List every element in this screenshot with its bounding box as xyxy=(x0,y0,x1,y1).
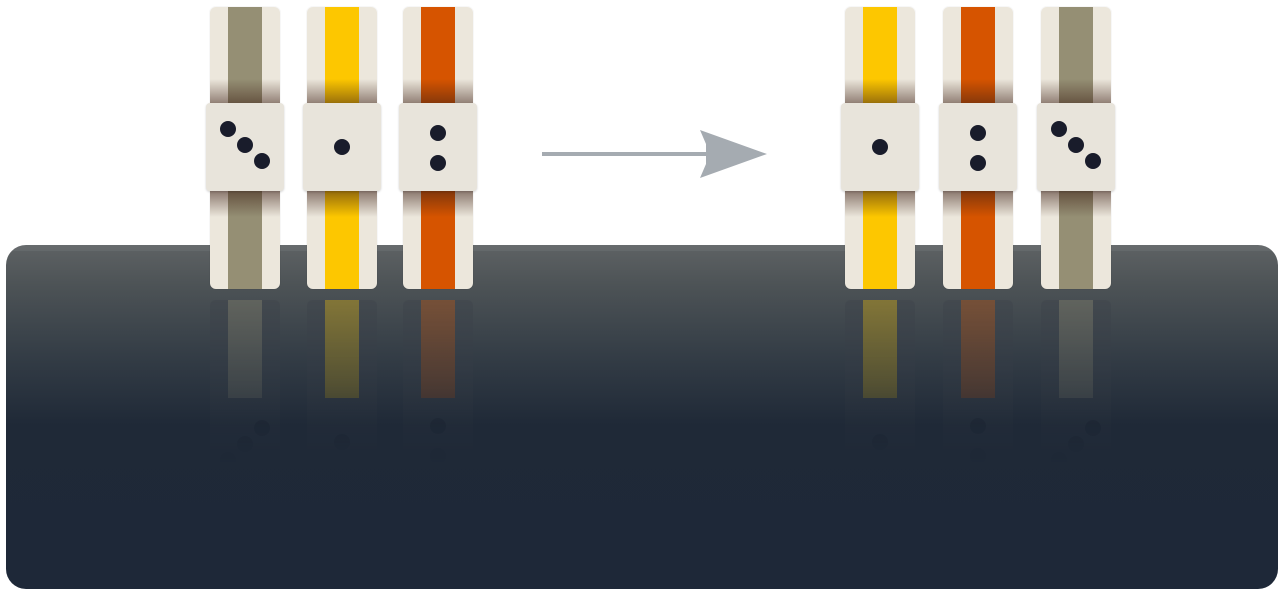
domino-reflection-before-2 xyxy=(307,300,377,582)
domino-pip-band xyxy=(399,398,477,486)
band-shadow xyxy=(307,191,377,217)
domino-reflection-after-2 xyxy=(943,300,1013,582)
pip-dot xyxy=(1051,452,1067,468)
band-shadow xyxy=(403,79,473,105)
pip-dot xyxy=(254,153,270,169)
pip-dot xyxy=(970,125,986,141)
domino-tile-before-1[interactable] xyxy=(210,7,280,289)
pip-dot xyxy=(430,125,446,141)
pip-dot xyxy=(334,434,350,450)
pip-dot xyxy=(1085,153,1101,169)
band-shadow xyxy=(210,79,280,105)
band-shadow xyxy=(210,191,280,217)
pip-dot xyxy=(1051,121,1067,137)
domino-reflection-after-1 xyxy=(845,300,915,582)
band-shadow xyxy=(943,79,1013,105)
pip-dot xyxy=(430,155,446,171)
band-shadow xyxy=(1041,79,1111,105)
domino-tile-before-2[interactable] xyxy=(307,7,377,289)
band-shadow xyxy=(845,191,915,217)
pip-dot xyxy=(970,418,986,434)
pip-dot xyxy=(1085,420,1101,436)
domino-reflection-before-3 xyxy=(403,300,473,582)
pip-dot xyxy=(872,139,888,155)
domino-pip-band xyxy=(399,103,477,191)
domino-tile-after-1[interactable] xyxy=(845,7,915,289)
pip-dot xyxy=(237,137,253,153)
pip-dot xyxy=(872,434,888,450)
pip-dot xyxy=(220,121,236,137)
band-shadow xyxy=(307,79,377,105)
band-shadow xyxy=(1041,191,1111,217)
domino-pip-band xyxy=(939,398,1017,486)
domino-reflection-after-3 xyxy=(1041,300,1111,582)
band-shadow xyxy=(943,191,1013,217)
right-arrow-icon xyxy=(538,124,772,184)
domino-tile-after-3[interactable] xyxy=(1041,7,1111,289)
pip-dot xyxy=(970,155,986,171)
pip-dot xyxy=(430,448,446,464)
domino-tile-after-2[interactable] xyxy=(943,7,1013,289)
domino-reflection-before-1 xyxy=(210,300,280,582)
pip-dot xyxy=(1068,137,1084,153)
pip-dot xyxy=(970,448,986,464)
pip-dot xyxy=(430,418,446,434)
pip-dot xyxy=(220,452,236,468)
band-shadow xyxy=(403,191,473,217)
pip-dot xyxy=(254,420,270,436)
band-shadow xyxy=(845,79,915,105)
domino-tile-before-3[interactable] xyxy=(403,7,473,289)
pip-dot xyxy=(334,139,350,155)
pip-dot xyxy=(237,436,253,452)
domino-pip-band xyxy=(939,103,1017,191)
pip-dot xyxy=(1068,436,1084,452)
